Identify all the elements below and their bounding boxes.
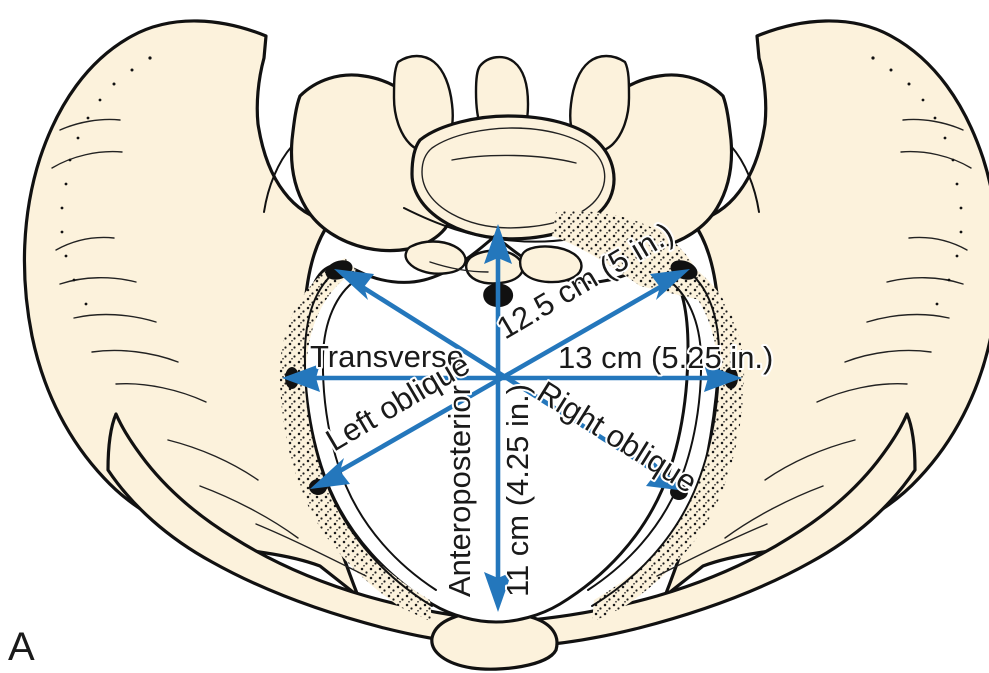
ap-arrowhead-top (484, 224, 512, 264)
ap-name-label: Anteroposterior (442, 385, 477, 597)
right-ramus-line-1 (764, 439, 856, 481)
right-fossa-line-5 (816, 382, 908, 403)
ilium-surface-detail (51, 56, 972, 577)
anteroposterior-arrow (484, 224, 512, 612)
promontory-detail-line (429, 261, 489, 273)
panel-letter: A (8, 625, 35, 669)
ap-arrowhead-bottom (484, 572, 512, 612)
left-sacroiliac-line (263, 145, 293, 213)
transverse-arrow (282, 364, 742, 392)
sacrum-group (263, 54, 760, 253)
transverse-arrowhead-right (704, 364, 742, 392)
left-ramus-line-1 (167, 439, 259, 481)
inner-brim-edge-left (321, 279, 437, 591)
left-fossa-line-3 (73, 313, 157, 323)
left-fossa-line-2 (59, 277, 137, 285)
left-fossa-line-4 (91, 349, 179, 363)
left-oblique-arrowhead-upper (650, 269, 690, 300)
right-sacroiliac-line (730, 145, 760, 213)
right-oblique-arrow (334, 269, 686, 491)
right-ramus-line-2 (724, 485, 824, 539)
crest-stipple-left (60, 56, 152, 306)
promontory-bump-right (518, 245, 583, 284)
left-ramus-line-3 (255, 523, 367, 577)
left-crest-line-1 (59, 118, 121, 131)
inner-brim-edge-right (587, 279, 703, 591)
right-crest-line-1 (902, 118, 964, 131)
promontory-bump-left (404, 240, 467, 275)
vertebral-body-inner-contour (421, 127, 606, 229)
left-fossa-line-5 (115, 382, 207, 403)
right-oblique-arrowhead-upper (334, 269, 374, 300)
right-fossa-line-2 (886, 277, 964, 285)
right-fossa-line-4 (844, 349, 932, 363)
right-ramus-line-3 (656, 523, 768, 577)
ap-value-label: 11 cm (4.25 in.) (500, 384, 535, 597)
crest-stipple-right (871, 56, 963, 306)
transverse-arrowhead-left (282, 364, 320, 392)
left-ramus-line-2 (199, 485, 299, 539)
transverse-value-label: 13 cm (5.25 in.) (558, 340, 773, 375)
pelvis-bone-outline (22, 19, 989, 671)
left-oblique-arrowhead-lower (310, 458, 350, 489)
measurement-arrows (282, 224, 742, 612)
left-fossa-line-1 (55, 236, 115, 251)
right-fossa-line-3 (866, 313, 950, 323)
left-crest-line-2 (51, 150, 123, 169)
vertebral-body-crease (451, 154, 577, 164)
transverse-name-label: Transverse (310, 339, 464, 374)
right-crest-line-2 (900, 150, 972, 169)
right-oblique-arrowhead-lower (646, 460, 686, 491)
right-fossa-line-1 (908, 236, 968, 251)
right-brim-edge (591, 265, 721, 607)
left-brim-edge (303, 265, 433, 607)
